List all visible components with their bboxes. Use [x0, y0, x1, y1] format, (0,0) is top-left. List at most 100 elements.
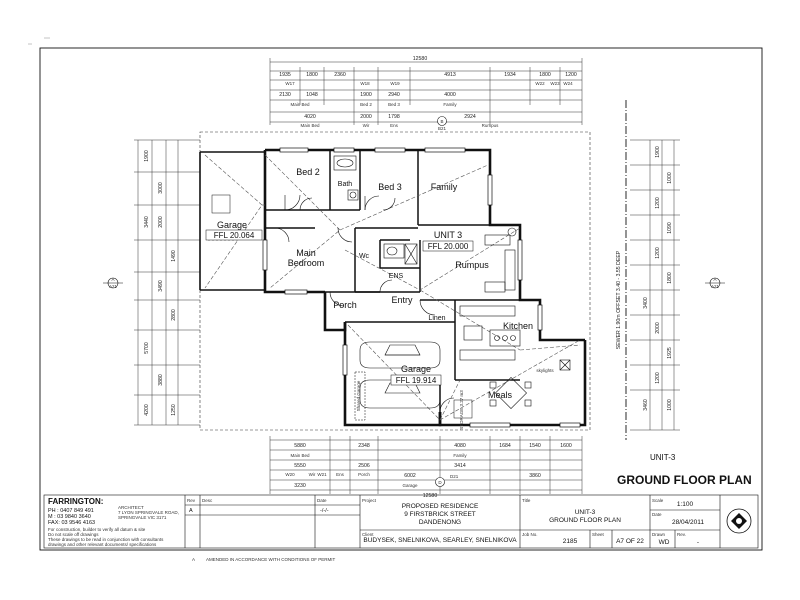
bottom-dimensions — [269, 436, 583, 494]
dim-top-row2-1: 2130 — [279, 92, 291, 98]
label-top-main-bed: Main Bed — [290, 102, 310, 107]
interior-walls — [265, 150, 520, 412]
tb-date-header: Date — [317, 498, 327, 503]
dim-right-11: 1000 — [667, 399, 673, 411]
tb-title-2: GROUND FLOOR PLAN — [549, 517, 621, 524]
tb-address-3: SPRINGVALE VIC 3171 — [118, 515, 167, 520]
dim-left-1: 1900 — [144, 150, 150, 162]
label-top-rumpus: Rumpus — [482, 123, 500, 128]
dim-right-6: 1800 — [667, 272, 673, 284]
tb-date2-value: 28/04/2011 — [672, 519, 704, 526]
storage-note: STORAGE 3.27 m3 — [459, 390, 464, 430]
label-top-ens: Ens — [390, 123, 399, 128]
rev-letter-footnote: A — [192, 557, 195, 562]
tb-project-1: PROPOSED RESIDENCE — [402, 503, 479, 510]
tb-date2-header: Date — [652, 512, 662, 517]
room-main-bedroom-1: Main — [296, 248, 316, 258]
dim-right-1: 1900 — [655, 146, 661, 158]
tb-job-header: Job No. — [522, 532, 538, 537]
dim-bottom-m: 12580 — [423, 493, 438, 499]
level-garage-left: FFL 20.064 — [214, 231, 255, 240]
section-marker-left-sheet: A21 — [109, 284, 118, 289]
section-marker-bottom-sheet: D21 — [450, 474, 459, 479]
tb-job-value: 2185 — [563, 538, 578, 545]
tb-address-1: ARCHITECT — [118, 505, 144, 510]
room-family: Family — [431, 182, 458, 192]
sewer-note: SEWER 1.90m OFFSET 3.40 - 3.55 DEEP — [616, 250, 622, 349]
label-bottom-wir: Wir — [309, 472, 316, 477]
dim-top-7: 1200 — [565, 72, 577, 78]
dim-bottom-b: 2348 — [358, 443, 370, 449]
level-unit: FFL 20.000 — [428, 242, 469, 251]
tb-rev-value: A — [189, 508, 193, 514]
label-bottom-w20: W20 — [285, 472, 295, 477]
label-w19: W19 — [390, 81, 400, 86]
shared-garage-strip — [354, 371, 366, 421]
section-marker-left-label: A — [111, 277, 114, 282]
rumpus-furniture — [484, 227, 517, 293]
dim-bottom-f: 1600 — [560, 443, 572, 449]
tb-title-header: Title — [522, 498, 531, 503]
tb-rev-header: Rev — [187, 498, 196, 503]
sheet-border — [39, 47, 763, 551]
room-main-bedroom-2: Bedroom — [288, 258, 325, 268]
tb-phone2: M : 03 9840 3640 — [48, 514, 91, 520]
dim-right-10: 1200 — [655, 372, 661, 384]
label-top-bed2: Bed 2 — [360, 102, 372, 107]
label-w24: W24 — [563, 81, 573, 86]
dim-right-9: 1925 — [667, 347, 673, 359]
dim-left-8: 5700 — [144, 342, 150, 354]
tb-brand: FARRINGTON: — [48, 497, 103, 506]
section-marker-right-label: A — [713, 277, 716, 282]
skylights-note: skylights — [536, 368, 554, 373]
margin-marks — [28, 37, 50, 45]
setback-lines — [199, 131, 591, 431]
title-unit: UNIT-3 — [650, 453, 676, 462]
dim-top-row3-2: 2000 — [360, 114, 372, 120]
dim-right-8: 2000 — [655, 322, 661, 334]
tb-drawn-header: Drawn — [652, 532, 666, 537]
meals-table — [489, 359, 571, 409]
dim-left-3: 3440 — [144, 216, 150, 228]
label-bottom-porch: Porch — [358, 472, 370, 477]
dim-bottom-g: 5550 — [294, 463, 306, 469]
tb-scale-header: Scale — [652, 498, 664, 503]
section-marker-bottom-label: D — [438, 480, 442, 485]
dim-bottom-a: 5880 — [294, 443, 306, 449]
section-marker-top-sheet: B21 — [438, 126, 447, 131]
room-porch: Porch — [333, 300, 357, 310]
tb-date-value: -/-/- — [320, 508, 329, 514]
dim-bottom-d: 1684 — [499, 443, 511, 449]
tb-note-4: drawings and other relevant documents/ s… — [48, 542, 157, 547]
roof-lines — [204, 154, 581, 421]
dim-top-row2-3: 1900 — [360, 92, 372, 98]
dim-top-4: 4913 — [444, 72, 456, 78]
dim-right-7: 3400 — [643, 297, 649, 309]
dim-right-5: 1200 — [655, 247, 661, 259]
dim-top-3: 2360 — [334, 72, 346, 78]
dim-left-4: 2000 — [158, 216, 164, 228]
label-w22: W22 — [535, 81, 545, 86]
section-marker-top-label: B — [440, 119, 443, 124]
level-badge-garage-main — [390, 374, 442, 386]
tb-address-2: 7 LYON SPRINGVALE ROAD, — [118, 510, 179, 515]
tb-note-2: Do not scale off drawings — [48, 532, 99, 537]
room-bed2: Bed 2 — [296, 167, 320, 177]
dim-right-4: 1090 — [667, 222, 673, 234]
dim-left-10: 1250 — [171, 404, 177, 416]
room-entry: Entry — [391, 295, 413, 305]
label-bottom-ens: Ens — [336, 472, 345, 477]
tb-note-1: For construction, builder to verify all … — [48, 527, 146, 532]
dim-bottom-e: 1540 — [529, 443, 541, 449]
dim-top-2: 1800 — [306, 72, 318, 78]
dim-top-6: 1800 — [539, 72, 551, 78]
room-meals: Meals — [488, 390, 513, 400]
tb-sheet-value: A7 OF 22 — [616, 538, 644, 545]
dim-top-row3-3: 1798 — [388, 114, 400, 120]
title-block — [43, 494, 759, 549]
dim-bottom-h: 2506 — [358, 463, 370, 469]
dim-bottom-k: 3860 — [529, 473, 541, 479]
tb-phone: PH : 0407 849 491 — [48, 508, 94, 514]
room-bath: Bath — [338, 181, 353, 188]
